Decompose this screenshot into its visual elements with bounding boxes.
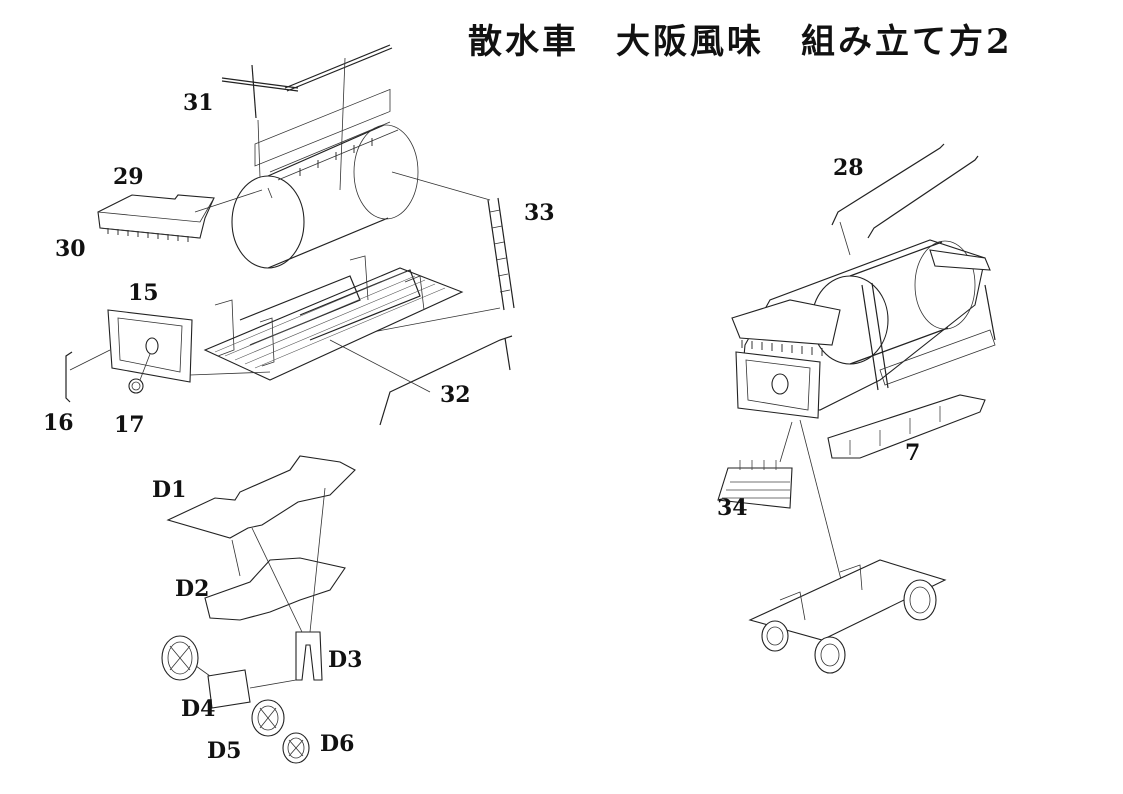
chassis-frame xyxy=(203,255,464,381)
label-31: 31 xyxy=(183,90,214,116)
part-d-wheel-left xyxy=(161,635,211,681)
diagram-title: 散水車 大阪風味 組み立て方2 xyxy=(468,22,1013,62)
part-d3-bracket xyxy=(251,487,326,681)
tank-cylinder xyxy=(231,88,419,269)
part-d1-plate xyxy=(166,455,356,539)
label-d1: D1 xyxy=(152,477,187,503)
label-32: 32 xyxy=(440,382,471,408)
part-15-end-panel xyxy=(107,309,271,383)
label-d3: D3 xyxy=(328,647,363,673)
label-15: 15 xyxy=(128,280,159,306)
label-d5: D5 xyxy=(207,738,242,764)
part-16-bracket xyxy=(65,349,111,403)
label-16: 16 xyxy=(43,410,74,436)
part-d5-wheel xyxy=(251,699,285,737)
label-28: 28 xyxy=(833,155,864,181)
label-29: 29 xyxy=(113,164,144,190)
part-d2-plate xyxy=(204,539,346,621)
part-34-step xyxy=(717,421,793,509)
label-7: 7 xyxy=(905,440,921,466)
assembled-tank-car xyxy=(731,239,996,596)
label-34: 34 xyxy=(717,495,748,521)
part-28-rods xyxy=(831,143,979,256)
part-32-side-beam xyxy=(329,335,513,426)
part-d4-axle-plate xyxy=(207,669,297,709)
label-17: 17 xyxy=(114,412,145,438)
label-d2: D2 xyxy=(175,576,210,602)
label-33: 33 xyxy=(524,200,555,226)
label-30: 30 xyxy=(55,236,86,262)
label-d4: D4 xyxy=(181,696,216,722)
assembled-bogie xyxy=(748,559,947,674)
part-17-ring xyxy=(128,353,151,394)
label-d6: D6 xyxy=(320,731,355,757)
part-31-rods xyxy=(221,44,393,236)
part-7-frame-rail xyxy=(827,394,986,459)
part-d6-wheel xyxy=(282,732,310,764)
part-29-30-hood xyxy=(97,189,263,242)
